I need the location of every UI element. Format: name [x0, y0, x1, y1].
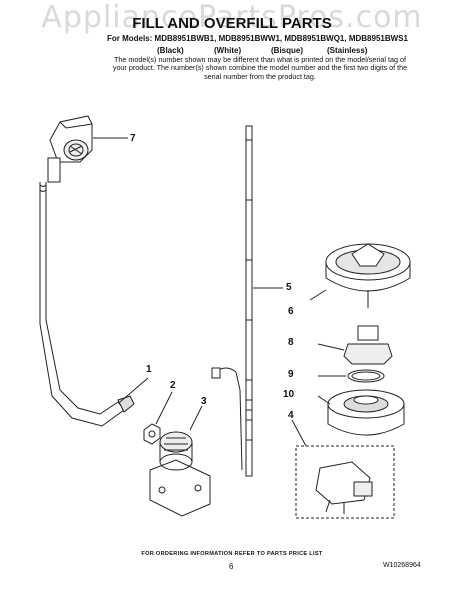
- callout-5: 5: [286, 282, 292, 293]
- page-number: 6: [229, 562, 234, 571]
- callout-10: 10: [283, 389, 295, 400]
- callout-3: 3: [201, 396, 207, 407]
- model-note: The model(s) number shown may be differe…: [112, 55, 408, 81]
- watermark: AppliancePartsPros.com: [41, 0, 423, 35]
- models-line: For Models: MDB8951BWB1, MDB8951BWW1, MD…: [107, 34, 408, 43]
- wire-harness-illustration: [211, 367, 243, 471]
- callout-7: 7: [130, 133, 136, 144]
- callout-2: 2: [170, 380, 176, 391]
- callout-8: 8: [288, 337, 294, 348]
- part-1-illustration: [39, 182, 149, 427]
- color-bisque: (Bisque): [271, 46, 303, 55]
- color-black: (Black): [157, 46, 184, 55]
- document-number: W10268964: [383, 562, 421, 569]
- part-9-illustration: [318, 369, 385, 383]
- part-5-illustration: [245, 125, 283, 477]
- callout-4: 4: [288, 410, 294, 421]
- callout-1: 1: [146, 364, 152, 375]
- callout-9: 9: [288, 369, 294, 380]
- part-8-illustration: [317, 325, 393, 365]
- part-4-illustration: [291, 419, 395, 519]
- part-7-illustration: [47, 115, 128, 183]
- ordering-info: FOR ORDERING INFORMATION REFER TO PARTS …: [141, 551, 323, 557]
- page-title: FILL AND OVERFILL PARTS: [132, 15, 332, 32]
- part-3-illustration: [149, 405, 211, 517]
- part-2-illustration: [143, 391, 173, 445]
- callout-6: 6: [288, 306, 294, 317]
- color-white: (White): [214, 46, 242, 55]
- part-6-illustration: [309, 243, 411, 308]
- part-10-illustration: [317, 389, 405, 436]
- color-stainless: (Stainless): [327, 46, 368, 55]
